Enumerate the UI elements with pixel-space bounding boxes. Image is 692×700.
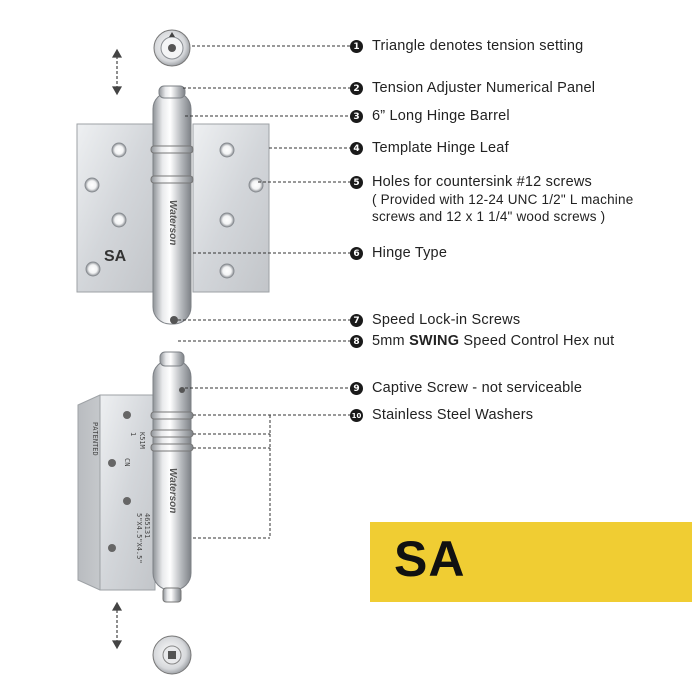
- callout-text-pre: 5mm: [372, 333, 410, 349]
- callout-8: 8 5mm SWING Speed Control Hex nut: [350, 333, 614, 350]
- hinge-type-badge: SA: [370, 522, 692, 602]
- callout-7: 7 Speed Lock-in Screws: [350, 312, 520, 329]
- callout-number: 2: [350, 82, 363, 95]
- svg-text:5"X4.5"X4.5": 5"X4.5"X4.5": [135, 513, 143, 564]
- callout-text-bold: SWING: [409, 333, 460, 349]
- callout-number: 9: [350, 382, 363, 395]
- svg-text:PATENTED: PATENTED: [91, 422, 99, 456]
- template-hinge-leaf-right: [192, 123, 270, 293]
- tension-cap-top: [153, 29, 191, 67]
- callout-number: 1: [350, 40, 363, 53]
- hinge-type-label: SA: [104, 248, 127, 265]
- callout-number: 6: [350, 247, 363, 260]
- lower-leaf-holes: [108, 411, 131, 552]
- callout-text: Captive Screw - not serviceable: [372, 380, 583, 396]
- callout-1: 1 Triangle denotes tension setting: [350, 38, 583, 55]
- tension-cap-bottom: [152, 635, 192, 675]
- hinge-leaf-lower: [77, 394, 156, 591]
- hinge-barrel-lower: [150, 351, 194, 603]
- leader-lines: [178, 45, 352, 539]
- callout-text-block: Holes for countersink #12 screws ( Provi…: [372, 174, 633, 225]
- brand-logo-upper: Waterson: [167, 200, 178, 245]
- callout-text: Stainless Steel Washers: [372, 407, 534, 423]
- svg-text:CN: CN: [123, 458, 131, 466]
- callout-text: Tension Adjuster Numerical Panel: [372, 80, 596, 96]
- callout-9: 9 Captive Screw - not serviceable: [350, 380, 582, 397]
- callout-text: Hinge Type: [372, 245, 448, 261]
- callout-text: Template Hinge Leaf: [372, 140, 509, 156]
- callout-3: 3 6” Long Hinge Barrel: [350, 108, 510, 125]
- callout-number: 8: [350, 335, 363, 348]
- callout-2: 2 Tension Adjuster Numerical Panel: [350, 80, 595, 97]
- callout-6: 6 Hinge Type: [350, 245, 447, 262]
- leaf-markings: K51M 1 PATENTED CN 465131 5"X4.5"X4.5": [91, 422, 151, 564]
- hinge-type-badge-text: SA: [394, 531, 466, 587]
- callout-text: 5mm SWING Speed Control Hex nut: [372, 333, 614, 350]
- callout-text: Speed Lock-in Screws: [372, 312, 521, 328]
- svg-text:465131: 465131: [143, 513, 151, 538]
- svg-text:K51M: K51M: [138, 432, 146, 449]
- brand-logo-lower: Waterson: [167, 468, 178, 513]
- callout-text: Triangle denotes tension setting: [372, 38, 584, 54]
- callout-number: 5: [350, 176, 363, 189]
- callout-number: 7: [350, 314, 363, 327]
- callout-number: 4: [350, 142, 363, 155]
- callout-text: 6” Long Hinge Barrel: [372, 108, 510, 124]
- callout-10: 10 Stainless Steel Washers: [350, 407, 533, 424]
- travel-arrow-bottom: [111, 601, 123, 650]
- travel-arrow-top: [111, 48, 123, 96]
- callout-5: 5 Holes for countersink #12 screws ( Pro…: [350, 174, 633, 225]
- callout-subtext-1: ( Provided with 12-24 UNC 1/2" L machine: [372, 192, 634, 207]
- hinge-barrel-upper: [150, 85, 194, 325]
- callout-text: Holes for countersink #12 screws: [372, 174, 592, 190]
- svg-text:1: 1: [129, 432, 137, 436]
- callout-number: 3: [350, 110, 363, 123]
- callout-number: 10: [350, 409, 363, 422]
- callout-subtext-2: screws and 12 x 1 1/4" wood screws ): [372, 209, 606, 224]
- callout-text-post: Speed Control Hex nut: [459, 333, 615, 349]
- leaf-holes: [84, 142, 264, 279]
- callout-4: 4 Template Hinge Leaf: [350, 140, 509, 157]
